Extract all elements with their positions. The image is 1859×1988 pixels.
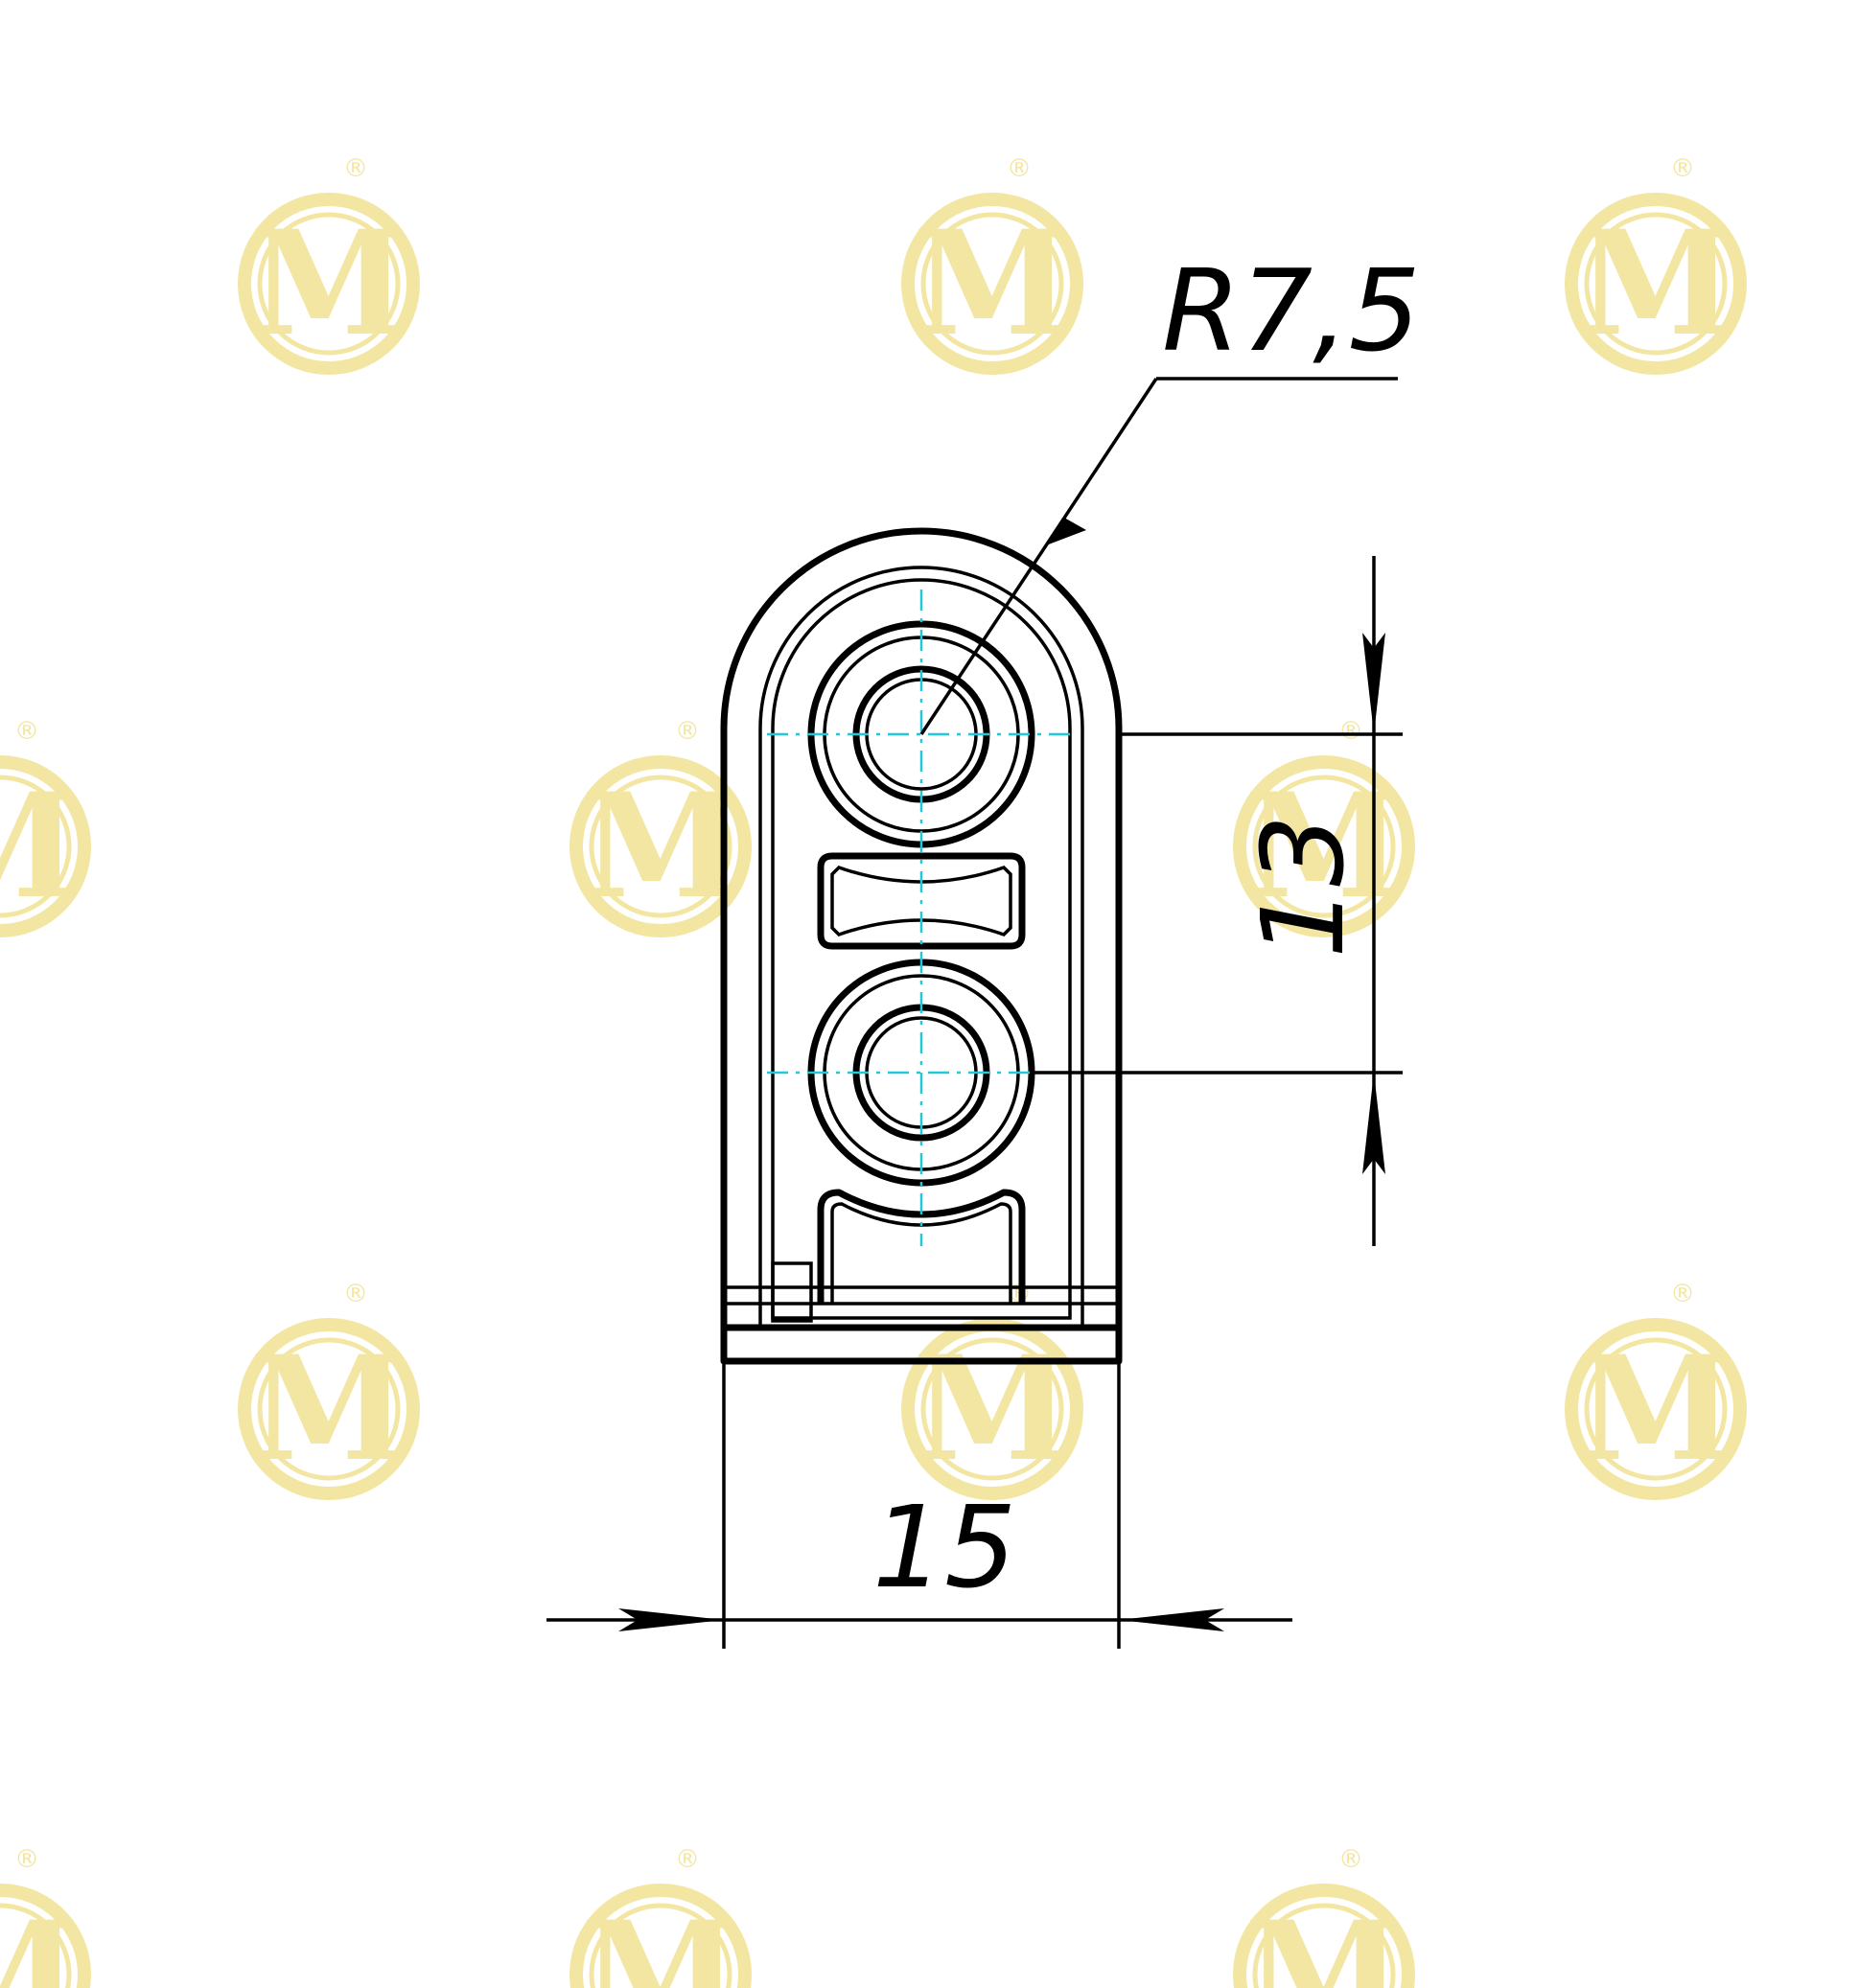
- watermark-ring: [901, 193, 1083, 375]
- watermark-letter: M: [913, 199, 1072, 368]
- watermark-logo: M®: [0, 717, 91, 937]
- outer-contour: [720, 527, 1123, 1365]
- width-label: 15: [872, 1481, 1016, 1613]
- watermark-inner-ring: [589, 774, 732, 918]
- watermark-ring: [1233, 755, 1415, 937]
- watermark-ring: [569, 755, 752, 937]
- radius-dimension: R7,5: [919, 244, 1421, 735]
- watermark-registered-mark: ®: [14, 1845, 39, 1874]
- watermark-registered-mark: ®: [343, 1280, 368, 1308]
- watermark-logo: M®: [1233, 717, 1415, 937]
- height-arrow-top: [1362, 633, 1385, 734]
- watermark-registered-mark: ®: [1338, 1845, 1363, 1874]
- watermark-inner-ring: [1252, 774, 1396, 918]
- radius-label: R7,5: [1162, 244, 1421, 377]
- width-arrow-left: [618, 1608, 724, 1631]
- radius-leader: [919, 378, 1158, 735]
- watermark-ring: [238, 1318, 420, 1500]
- radius-arrow: [1046, 518, 1086, 545]
- watermark-letter: M: [249, 1325, 408, 1493]
- watermark-letter: M: [0, 762, 80, 931]
- watermark-letter: M: [1244, 762, 1404, 931]
- watermark-letter: M: [913, 1325, 1072, 1493]
- watermark-registered-mark: ®: [14, 717, 39, 746]
- middle-slot-outer: [817, 852, 1026, 950]
- base-tab: [771, 1261, 813, 1323]
- watermark-inner-ring: [257, 212, 401, 356]
- watermark-inner-ring: [0, 774, 72, 918]
- watermark-inner-ring: [1584, 212, 1728, 356]
- watermark-logo: M®: [569, 1845, 752, 1988]
- watermark-logo: M®: [1565, 1280, 1747, 1500]
- watermark-ring: [569, 1884, 752, 1988]
- watermark-logo: M®: [569, 717, 752, 937]
- watermark-registered-mark: ®: [675, 717, 700, 746]
- watermark-letter: M: [0, 1890, 80, 1988]
- watermark-ring: [1565, 1318, 1747, 1500]
- watermark-inner-ring: [920, 1337, 1064, 1481]
- middle-slot-inner: [830, 865, 1012, 937]
- inner-contour-2: [771, 578, 1072, 1320]
- watermark-registered-mark: ®: [1007, 154, 1032, 183]
- watermark-registered-mark: ®: [1670, 1280, 1695, 1308]
- watermark-ring: [1233, 1884, 1415, 1988]
- watermark-logo: M®: [238, 1280, 420, 1500]
- height-label: 13: [1237, 815, 1369, 959]
- watermark-inner-ring: [920, 212, 1064, 356]
- watermark-logo: M®: [238, 154, 420, 375]
- watermark-letter: M: [581, 762, 740, 931]
- watermark-letter: M: [1576, 199, 1735, 368]
- inner-contour: [758, 566, 1084, 1329]
- watermark-registered-mark: ®: [675, 1845, 700, 1874]
- watermark-logo: M®: [1233, 1845, 1415, 1988]
- watermark-ring: [0, 755, 91, 937]
- watermark-registered-mark: ®: [343, 154, 368, 183]
- width-arrow-right: [1119, 1608, 1224, 1631]
- watermark-inner-ring: [0, 1903, 72, 1988]
- seal-profile: [720, 527, 1123, 1365]
- watermark-ring: [238, 193, 420, 375]
- watermark-logo: M®: [0, 1845, 91, 1988]
- watermark-letter: M: [581, 1890, 740, 1988]
- watermark-ring: [0, 1884, 91, 1988]
- watermark-registered-mark: ®: [1338, 717, 1363, 746]
- watermark-logo: M®: [901, 1280, 1083, 1500]
- watermark-logo: M®: [901, 154, 1083, 375]
- watermark-inner-ring: [1252, 1903, 1396, 1988]
- height-dimension: 13: [1032, 556, 1403, 1246]
- watermark-letter: M: [1576, 1325, 1735, 1493]
- watermark-ring: [1565, 193, 1747, 375]
- watermark-inner-ring: [257, 1337, 401, 1481]
- watermark-layer: M®M®M®M®M®M®M®M®M®M®M®M®: [0, 154, 1747, 1988]
- height-arrow-bottom: [1362, 1073, 1385, 1174]
- watermark-registered-mark: ®: [1670, 154, 1695, 183]
- watermark-logo: M®: [1565, 154, 1747, 375]
- watermark-inner-ring: [589, 1903, 732, 1988]
- watermark-inner-ring: [1584, 1337, 1728, 1481]
- width-dimension: 15: [546, 1361, 1292, 1649]
- watermark-letter: M: [249, 199, 408, 368]
- center-lines: [767, 589, 1074, 1246]
- watermark-letter: M: [1244, 1890, 1404, 1988]
